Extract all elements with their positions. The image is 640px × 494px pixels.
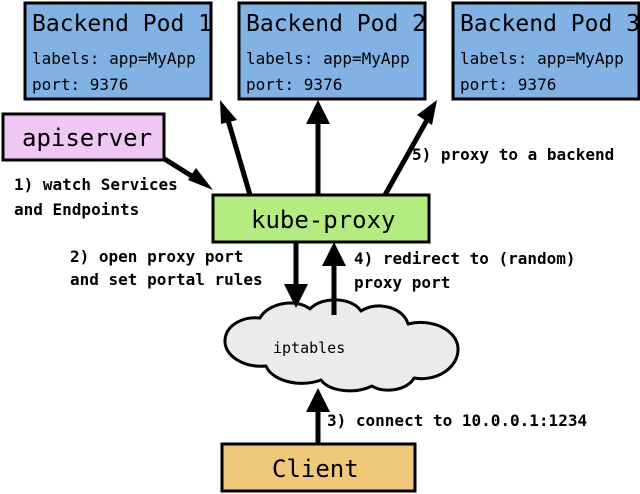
client-label: Client xyxy=(272,455,359,483)
arrow-pod3-head xyxy=(417,100,437,125)
backend-pod-1-port: port: 9376 xyxy=(32,75,128,94)
apiserver-box xyxy=(1,112,166,162)
backend-pod-2-title: Backend Pod 2 xyxy=(246,11,426,37)
backend-pod-2-port: port: 9376 xyxy=(246,75,342,94)
backend-pod-1-labels: labels: app=MyApp xyxy=(32,49,196,68)
arrow-kubeproxy-to-pod1 xyxy=(220,100,253,196)
arrow-apiserver-to-kubeproxy xyxy=(161,155,213,190)
arrow-pod2-head xyxy=(306,100,330,124)
arrow-client-head xyxy=(306,388,330,412)
iptables-cloud-shape xyxy=(223,298,460,393)
step-5-line-1: 5) proxy to a backend xyxy=(412,145,614,164)
arrow-down-iptables-head xyxy=(284,284,308,308)
arrow-kubeproxy-to-iptables xyxy=(284,242,308,308)
arrow-pod3-line xyxy=(382,118,430,197)
backend-pod-2[interactable]: Backend Pod 2 labels: app=MyApp port: 93… xyxy=(237,1,427,101)
step-4-label: 4) redirect to (random) proxy port xyxy=(354,249,576,292)
apiserver-label: apiserver xyxy=(22,124,152,152)
arrow-pod1-line xyxy=(225,119,253,196)
backend-pod-3-box xyxy=(451,1,640,101)
kube-proxy-box xyxy=(211,193,431,244)
kube-proxy-label: kube-proxy xyxy=(251,206,396,234)
arrow-kubeproxy-to-pod3 xyxy=(382,100,437,197)
backend-pod-3-title: Backend Pod 3 xyxy=(460,11,640,37)
backend-pod-3[interactable]: Backend Pod 3 labels: app=MyApp port: 93… xyxy=(451,1,640,101)
step-2-line-2: and set portal rules xyxy=(70,270,263,289)
backend-pod-1-box xyxy=(23,1,213,101)
step-2-line-1: 2) open proxy port xyxy=(70,247,243,266)
backend-pod-2-labels: labels: app=MyApp xyxy=(246,49,410,68)
backend-pod-2-box xyxy=(237,1,427,101)
apiserver-node[interactable]: apiserver xyxy=(1,112,166,162)
iptables-cloud[interactable]: iptables xyxy=(223,298,460,393)
arrow-apiserver-head xyxy=(188,168,213,190)
step-3-label: 3) connect to 10.0.0.1:1234 xyxy=(327,411,587,430)
step-5-label: 5) proxy to a backend xyxy=(412,145,614,164)
step-1-label: 1) watch Services and Endpoints xyxy=(14,175,178,219)
arrow-iptables-to-kubeproxy xyxy=(322,242,346,315)
arrow-client-to-iptables xyxy=(306,388,330,444)
iptables-label: iptables xyxy=(273,339,345,357)
step-4-line-2: proxy port xyxy=(354,273,450,292)
arrow-up-kubeproxy-head xyxy=(322,242,346,266)
client-node[interactable]: Client xyxy=(220,442,417,493)
kube-proxy-node[interactable]: kube-proxy xyxy=(211,193,431,244)
client-box xyxy=(220,442,417,493)
step-3-line-1: 3) connect to 10.0.0.1:1234 xyxy=(327,411,587,430)
backend-pod-1[interactable]: Backend Pod 1 labels: app=MyApp port: 93… xyxy=(23,1,213,101)
step-1-line-2: and Endpoints xyxy=(14,200,139,219)
step-2-label: 2) open proxy port and set portal rules xyxy=(70,247,263,289)
backend-pod-3-labels: labels: app=MyApp xyxy=(460,49,624,68)
arrow-pod1-head xyxy=(220,100,237,124)
step-1-line-1: 1) watch Services xyxy=(14,175,178,194)
backend-pod-1-title: Backend Pod 1 xyxy=(32,11,212,37)
step-4-line-1: 4) redirect to (random) xyxy=(354,249,576,268)
arrow-kubeproxy-to-pod2 xyxy=(306,100,330,195)
backend-pod-3-port: port: 9376 xyxy=(460,75,556,94)
